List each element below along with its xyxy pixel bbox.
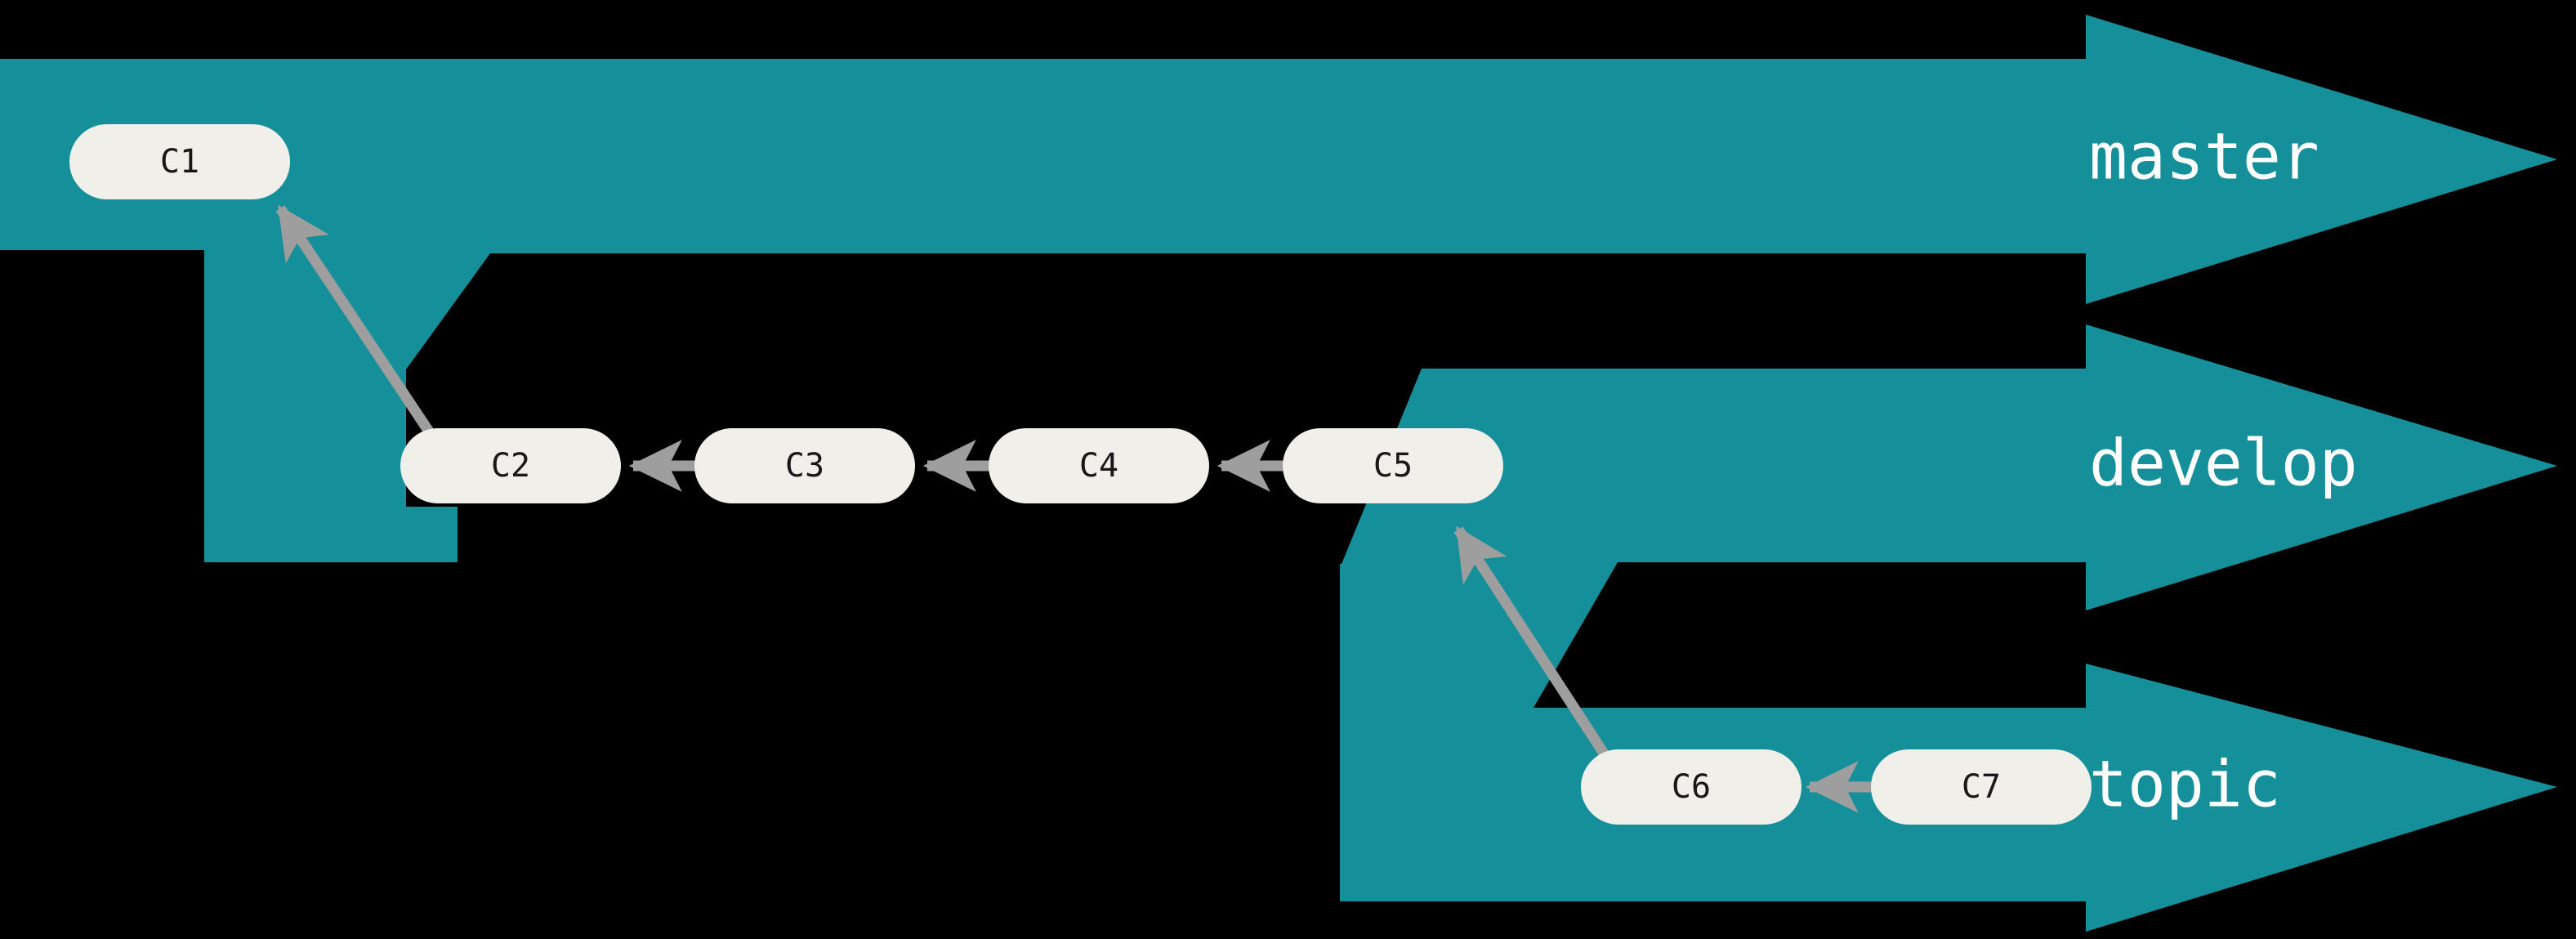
- commit-node-shape: [400, 428, 621, 503]
- commit-node-c1[interactable]: C1: [69, 124, 290, 199]
- branch-label-topic: topic: [2089, 748, 2281, 821]
- branch-bands: [0, 15, 2557, 932]
- commit-node-shape: [1283, 428, 1503, 503]
- commit-node-label: C5: [1373, 447, 1413, 485]
- commit-node-c6[interactable]: C6: [1581, 749, 1801, 825]
- commit-node-c3[interactable]: C3: [694, 428, 915, 503]
- commit-node-c4[interactable]: C4: [989, 428, 1209, 503]
- commit-node-c5[interactable]: C5: [1283, 428, 1503, 503]
- commit-node-c2[interactable]: C2: [400, 428, 621, 503]
- commit-node-c7[interactable]: C7: [1871, 749, 2092, 825]
- commit-node-shape: [694, 428, 915, 503]
- branch-band-master: [0, 15, 2557, 562]
- commit-node-label: C6: [1672, 768, 1711, 806]
- commit-node-label: C3: [785, 447, 824, 485]
- band-joint-master-develop: [204, 250, 458, 562]
- edge-c2-to-c1: [275, 204, 434, 435]
- commit-node-shape: [989, 428, 1209, 503]
- commit-nodes: C1 C2 C3 C4 C5 C6: [69, 124, 2092, 825]
- commit-node-label: C7: [1962, 768, 2001, 806]
- commit-node-shape: [69, 124, 290, 199]
- branch-band-develop: [406, 324, 2557, 901]
- branch-label-master: master: [2089, 120, 2319, 194]
- edge-c6-to-c5: [1453, 525, 1610, 759]
- branch-labels: master develop topic: [2089, 120, 2358, 821]
- commit-node-label: C1: [160, 143, 199, 181]
- branch-label-develop: develop: [2089, 427, 2358, 500]
- commit-node-shape: [1581, 749, 1801, 825]
- commit-node-label: C2: [491, 447, 530, 485]
- commit-edges: [275, 204, 1875, 813]
- commit-node-shape: [1871, 749, 2092, 825]
- band-joint-develop-topic: [1340, 564, 1593, 901]
- commit-node-label: C4: [1079, 447, 1118, 485]
